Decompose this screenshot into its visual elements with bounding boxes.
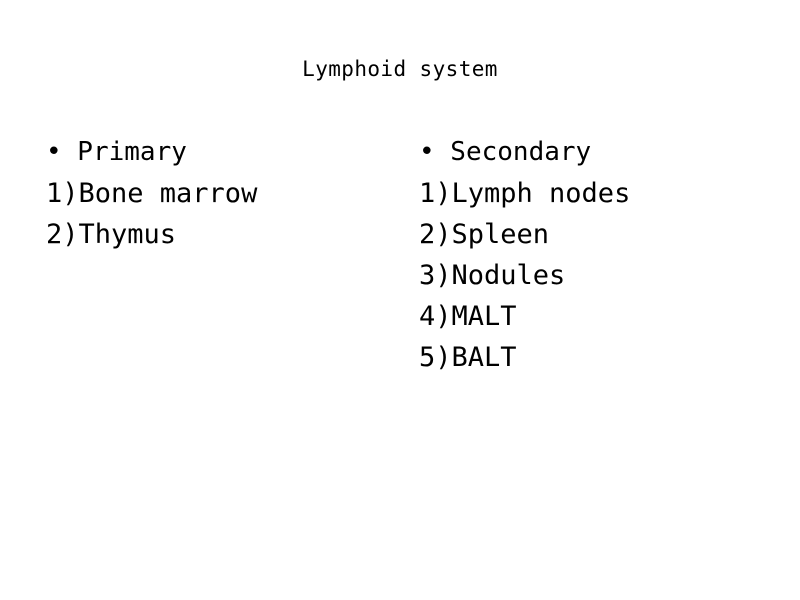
- column-secondary-heading: • Secondary: [419, 137, 592, 167]
- column-primary-heading: • Primary: [46, 137, 187, 167]
- list-item: 3)Nodules: [419, 260, 566, 291]
- column-secondary: • Secondary 1)Lymph nodes 2)Spleen 3)Nod…: [419, 132, 630, 378]
- list-item: 2)Spleen: [419, 219, 550, 250]
- list-item: 1)Bone marrow: [46, 178, 258, 209]
- page-title: Lymphoid system: [302, 57, 498, 81]
- list-item: 2)Thymus: [46, 219, 177, 250]
- list-item: 4)MALT: [419, 301, 517, 332]
- list-item: 1)Lymph nodes: [419, 178, 631, 209]
- column-primary: • Primary 1)Bone marrow 2)Thymus: [46, 132, 257, 255]
- list-item: 5)BALT: [419, 342, 517, 373]
